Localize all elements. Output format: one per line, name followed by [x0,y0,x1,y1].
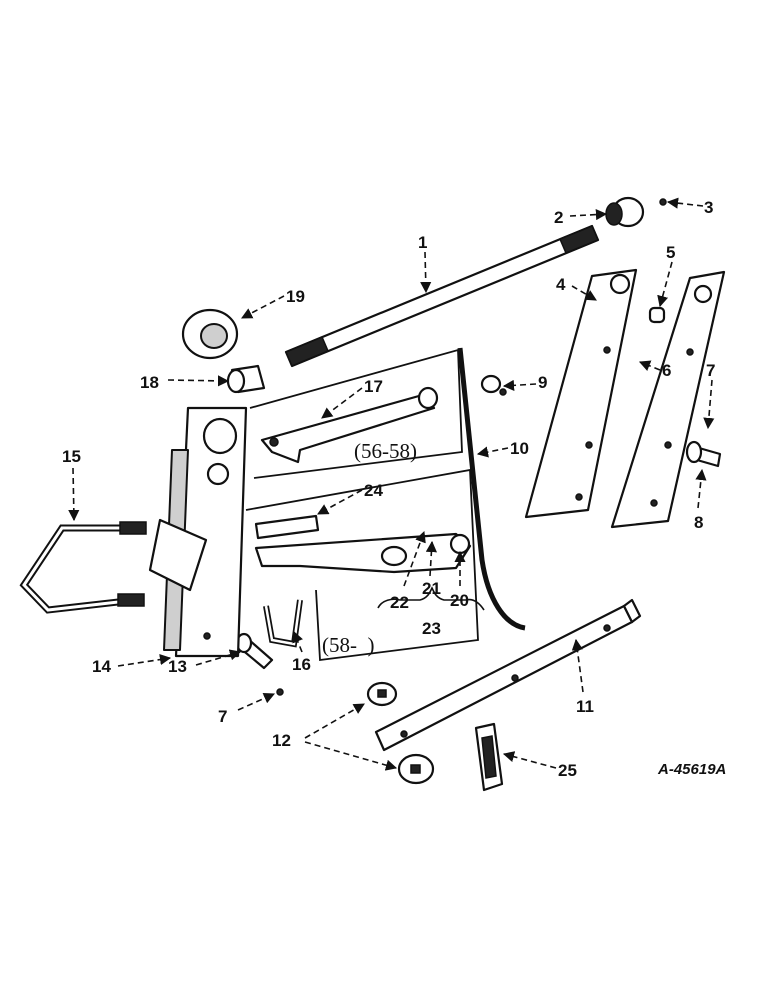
part-washers [366,681,435,785]
callout-22: 22 [390,593,409,612]
part-clip [474,722,504,792]
leader-lines [68,197,715,771]
callout-23: 23 [422,619,441,638]
callout-7-left: 7 [218,707,227,726]
era-label-lower: (58- ) [322,633,374,657]
callout-2: 2 [554,208,563,227]
part-pin [659,198,667,206]
callout-1: 1 [418,233,427,252]
part-bar [374,598,642,752]
callout-20: 20 [450,591,469,610]
part-bolt-left [235,632,274,670]
callout-25: 25 [558,761,577,780]
part-bolt-right [685,440,722,468]
callout-16: 16 [292,655,311,674]
part-plate-left [524,268,638,519]
callout-21: 21 [422,579,441,598]
callout-8: 8 [694,513,703,532]
part-nut [480,374,507,396]
callout-9: 9 [538,373,547,392]
part-u-clip [263,599,303,648]
panel-lower [245,468,479,662]
part-bent-rod [457,347,526,631]
callout-18: 18 [140,373,159,392]
callout-11: 11 [576,697,594,716]
panel-upper [249,348,463,479]
part-rod [284,224,600,368]
callout-4: 4 [556,275,566,294]
callout-14: 14 [92,657,111,676]
callout-6: 6 [662,361,671,380]
drawing-reference: A-45619A [657,761,726,778]
callout-17: 17 [364,377,383,396]
callout-15: 15 [62,447,81,466]
callout-5: 5 [666,243,675,262]
callout-12: 12 [272,731,291,750]
callout-24: 24 [364,481,383,500]
part-pin-left [276,688,284,696]
callouts: 1 2 3 4 5 6 7 8 9 10 11 12 13 14 15 16 7… [62,198,715,780]
part-bushing [605,196,645,228]
part-bracket [148,406,248,658]
era-label-upper: (56-58) [354,439,417,463]
part-sleeve [648,306,666,324]
part-u-bolt [19,521,147,614]
callout-10: 10 [510,439,529,458]
part-bearing [181,308,239,360]
callout-19: 19 [286,287,305,306]
callout-7-right: 7 [706,361,715,380]
part-spacer [226,364,266,394]
callout-3: 3 [704,198,713,217]
callout-13: 13 [168,657,187,676]
part-plate-right [610,270,726,529]
